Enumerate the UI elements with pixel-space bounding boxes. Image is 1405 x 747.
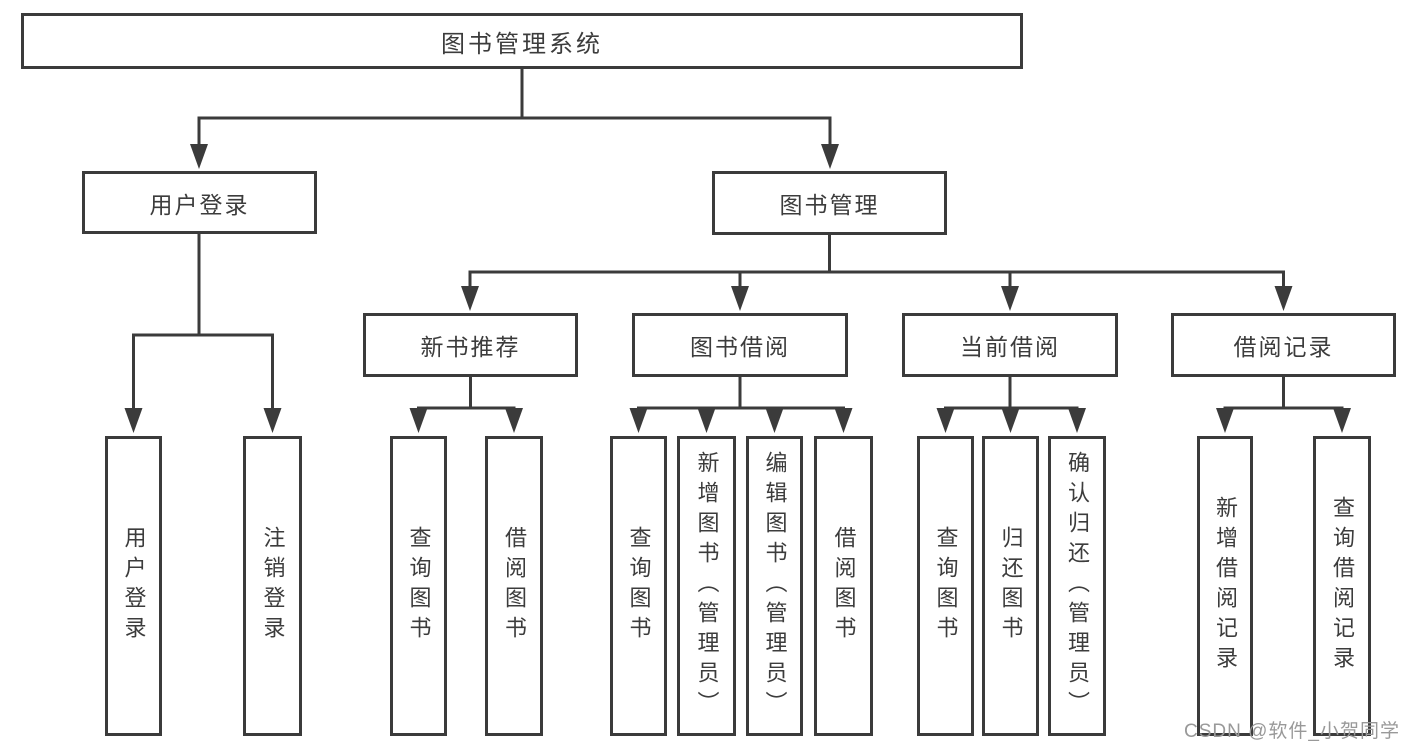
node-label: 当前借阅 [960,334,1060,360]
leaf-add-borrow-record: 新增借阅记录 [1197,436,1253,736]
arrow-down-icon [1216,408,1234,433]
leaf-label: 注销登录 [260,526,286,646]
leaf-label: 确认归还（管理员） [1065,451,1090,721]
node-label: 借阅记录 [1233,334,1334,360]
arrow-down-icon [124,408,143,433]
arrow-down-icon [263,408,282,433]
leaf-label: 查询借阅记录 [1330,496,1355,676]
leaf-query-book-borrow: 查询图书 [610,436,667,736]
leaf-label: 查询图书 [626,526,652,646]
leaf-query-book-current: 查询图书 [917,436,974,736]
node-new-book-recommend: 新书推荐 [363,313,578,377]
node-book-borrow: 图书借阅 [632,313,848,377]
arrowhead-icons [124,144,1351,433]
leaf-return-book: 归还图书 [982,436,1039,736]
node-label: 新书推荐 [420,334,521,360]
arrow-down-icon [190,144,208,169]
leaf-confirm-return-admin: 确认归还（管理员） [1048,436,1106,736]
leaf-label: 查询图书 [406,526,432,646]
node-label: 图书管理 [779,192,880,218]
leaf-borrow-book-recommend: 借阅图书 [485,436,543,736]
node-user-login: 用户登录 [82,171,317,234]
arrow-down-icon [1001,408,1020,433]
leaf-label: 编辑图书（管理员） [762,451,788,721]
leaf-user-login: 用户登录 [105,436,162,736]
arrow-down-icon [821,144,839,169]
leaf-query-borrow-record: 查询借阅记录 [1313,436,1371,736]
leaf-query-book-recommend: 查询图书 [390,436,447,736]
arrow-down-icon [731,286,749,311]
arrow-down-icon [629,408,648,433]
node-current-borrow: 当前借阅 [902,313,1118,377]
leaf-label: 查询图书 [933,526,959,646]
node-borrow-record: 借阅记录 [1171,313,1396,377]
leaf-label: 归还图书 [998,526,1024,646]
arrow-down-icon [409,408,428,433]
leaf-label: 新增借阅记录 [1213,496,1238,676]
arrow-down-icon [505,408,523,433]
arrow-down-icon [834,408,853,433]
leaf-add-book-admin: 新增图书（管理员） [677,436,736,736]
leaf-label: 借阅图书 [502,526,527,646]
node-label: 图书管理系统 [441,30,603,58]
leaf-label: 新增图书（管理员） [694,451,720,721]
node-label: 图书借阅 [690,334,790,360]
leaf-label: 用户登录 [121,526,147,646]
arrow-down-icon [765,408,784,433]
node-book-management: 图书管理 [712,171,947,235]
arrow-down-icon [1001,286,1019,311]
csdn-watermark: CSDN @软件_小贺同学 [1184,721,1400,742]
arrow-down-icon [1333,408,1351,433]
leaf-borrow-book: 借阅图书 [814,436,873,736]
node-library-system: 图书管理系统 [21,13,1023,69]
arrow-down-icon [1274,286,1293,311]
leaf-label: 借阅图书 [831,526,857,646]
arrow-down-icon [936,408,955,433]
leaf-edit-book-admin: 编辑图书（管理员） [746,436,803,736]
arrow-down-icon [1068,408,1086,433]
arrow-down-icon [697,408,716,433]
node-label: 用户登录 [149,191,250,218]
leaf-logout: 注销登录 [243,436,302,736]
arrow-down-icon [461,286,479,311]
